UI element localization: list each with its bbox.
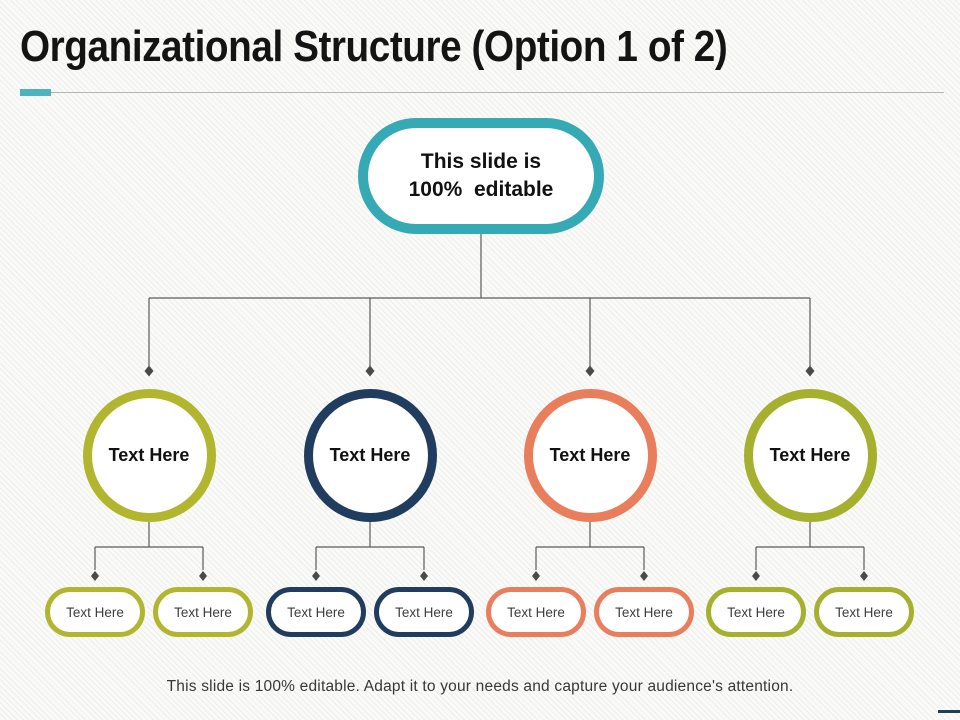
org-subnode-label: Text Here	[835, 604, 893, 620]
diamond-arrowhead-icon	[365, 365, 375, 377]
org-subnode-label: Text Here	[395, 604, 453, 620]
diamond-arrowhead-icon	[805, 365, 815, 377]
org-subnode-pill-4b: Text Here	[814, 587, 914, 637]
org-subnode-pill-2a: Text Here	[266, 587, 366, 637]
diamond-arrowhead-icon	[144, 365, 154, 377]
connector-lines-level1	[148, 234, 811, 366]
org-node-label: Text Here	[769, 445, 851, 465]
diamond-arrowhead-icon	[860, 571, 868, 581]
org-subnode-pill-4a: Text Here	[706, 587, 806, 637]
title-underline-accent	[20, 89, 51, 96]
org-subnode-pill-2b: Text Here	[374, 587, 474, 637]
org-node-label: Text Here	[329, 445, 411, 465]
diamond-arrowhead-icon	[585, 365, 595, 377]
org-subnode-label: Text Here	[287, 604, 345, 620]
org-node-circle-1: Text Here	[82, 389, 216, 522]
diamond-arrowhead-icon	[312, 571, 320, 581]
diamond-arrowhead-icon	[532, 571, 540, 581]
connector-lines-level2	[94, 522, 865, 570]
diamond-arrowhead-icon	[640, 571, 648, 581]
diamond-arrowhead-icon	[420, 571, 428, 581]
slide-title: Organizational Structure (Option 1 of 2)	[20, 22, 728, 71]
org-subnode-pill-1b: Text Here	[153, 587, 253, 637]
diamond-arrowhead-icon	[91, 571, 99, 581]
org-node-circle-2: Text Here	[303, 389, 437, 522]
org-subnode-label: Text Here	[615, 604, 673, 620]
diamond-arrowhead-icon	[752, 571, 760, 581]
org-subnode-pill-1a: Text Here	[45, 587, 145, 637]
org-node-label: Text Here	[108, 445, 190, 465]
org-subnode-label: Text Here	[507, 604, 565, 620]
root-node: This slide is 100% editable	[358, 118, 604, 234]
page-corner-accent	[938, 710, 960, 713]
org-subnode-pill-3a: Text Here	[486, 587, 586, 637]
org-subnode-label: Text Here	[174, 604, 232, 620]
org-subnode-label: Text Here	[727, 604, 785, 620]
slide-caption: This slide is 100% editable. Adapt it to…	[166, 678, 794, 695]
diamond-arrowheads	[91, 365, 868, 581]
org-subnode-pill-3b: Text Here	[594, 587, 694, 637]
org-node-label: Text Here	[549, 445, 631, 465]
org-node-circle-4: Text Here	[743, 389, 877, 522]
org-subnode-label: Text Here	[66, 604, 124, 620]
root-node-line2: 100% editable	[408, 178, 554, 201]
root-node-line1: This slide is	[420, 149, 542, 173]
diamond-arrowhead-icon	[199, 571, 207, 581]
title-underline-line	[51, 92, 944, 93]
org-node-circle-3: Text Here	[523, 389, 657, 522]
